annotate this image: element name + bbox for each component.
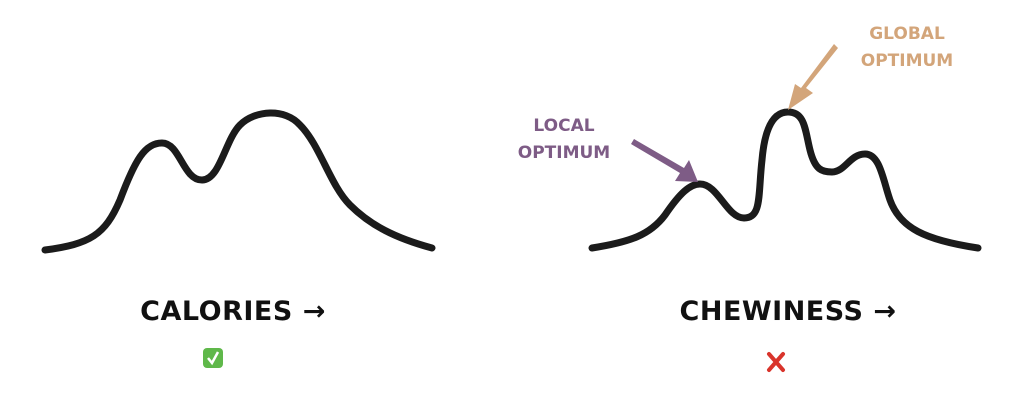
global-label-line-1: GLOBAL xyxy=(869,24,945,44)
global-label-line-2: OPTIMUM xyxy=(860,51,954,71)
smooth-curve xyxy=(41,109,436,254)
local-optimum-label: LOCAL OPTIMUM xyxy=(505,113,623,167)
global-optimum-arrow xyxy=(788,44,838,110)
chewiness-axis-label: CHEWINESS → xyxy=(679,296,897,327)
calories-axis-label: CALORIES → xyxy=(140,296,326,327)
local-optimum-arrow xyxy=(631,139,698,182)
local-label-line-2: OPTIMUM xyxy=(517,143,611,163)
global-optimum-label: GLOBAL OPTIMUM xyxy=(848,21,966,75)
rugged-curve xyxy=(588,108,982,252)
check-mark-icon xyxy=(202,347,224,369)
local-label-line-1: LOCAL xyxy=(533,116,595,136)
cross-mark-icon xyxy=(765,351,787,373)
